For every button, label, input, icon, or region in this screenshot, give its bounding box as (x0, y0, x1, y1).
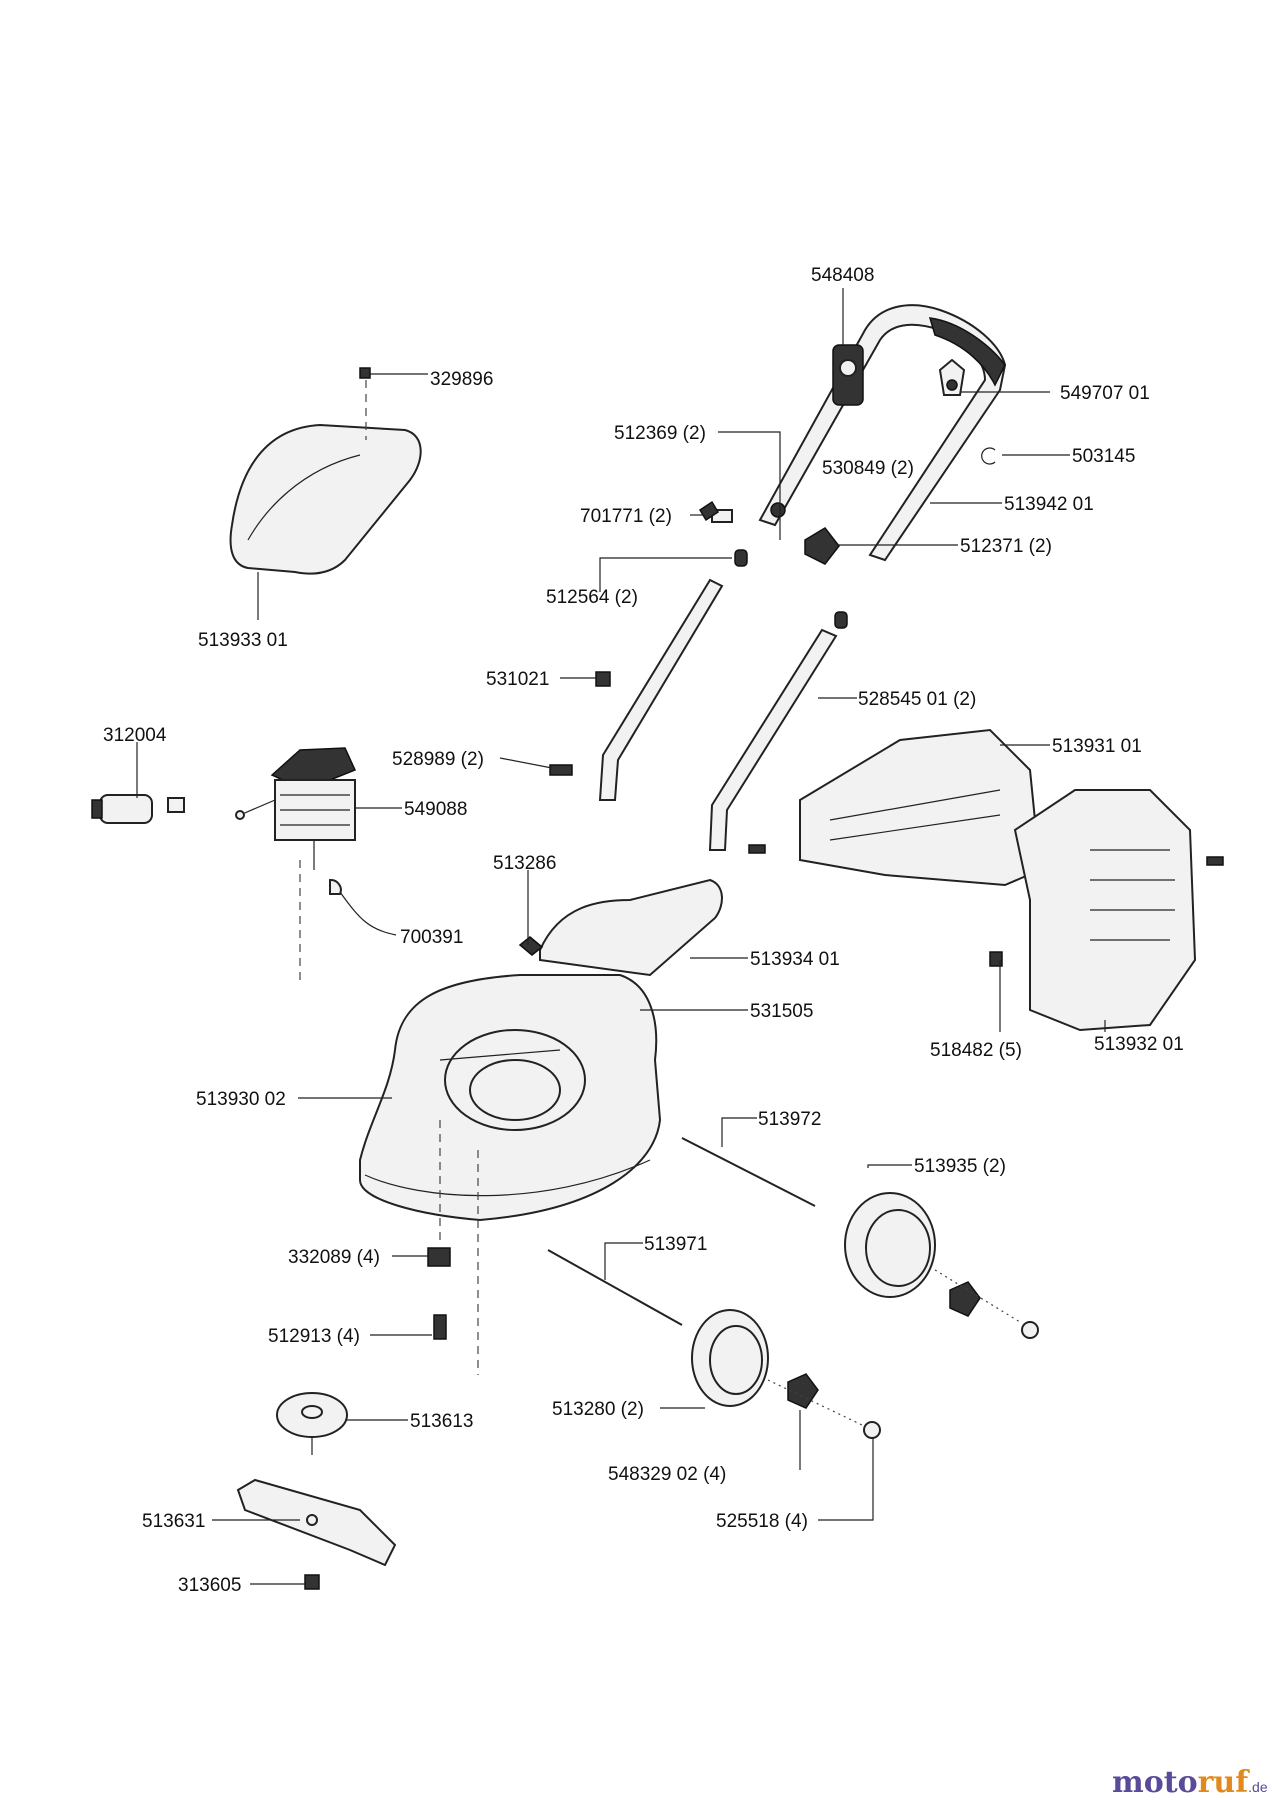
label-513932-01: 513932 01 (1094, 1034, 1184, 1055)
rear-axle-part (681, 1137, 816, 1207)
label-513930-02: 513930 02 (196, 1089, 286, 1110)
label-332089: 332089 (4) (288, 1247, 380, 1268)
label-513613: 513613 (410, 1411, 473, 1432)
label-513631: 513631 (142, 1511, 205, 1532)
label-513931-01: 513931 01 (1052, 736, 1142, 757)
label-512564: 512564 (2) (546, 587, 638, 608)
label-503145: 503145 (1072, 446, 1135, 467)
label-530849: 530849 (2) (822, 458, 914, 479)
label-513933-01: 513933 01 (198, 630, 288, 651)
label-513935: 513935 (2) (914, 1156, 1006, 1177)
screw-512913-part (433, 1314, 447, 1340)
part-labels: 548408 329896 549707 01 512369 (2) 50314… (103, 265, 1184, 1596)
label-513942-01: 513942 01 (1004, 494, 1094, 515)
bolt-528989-part (549, 764, 573, 776)
leader-lines (212, 288, 1106, 1585)
screw-518482-c (989, 951, 1003, 967)
label-518482: 518482 (5) (930, 1040, 1022, 1061)
nut-531021-part (595, 671, 611, 687)
blade-part (236, 1478, 397, 1567)
cap-nut-front (863, 1421, 881, 1439)
label-528545-01: 528545 01 (2) (858, 689, 976, 710)
washer-332089-part (427, 1247, 451, 1267)
grass-catcher-frame-part (799, 728, 1042, 887)
motor-part (235, 747, 357, 980)
svg-text:motoruf.de: motoruf.de (1112, 1765, 1268, 1800)
key-part (329, 878, 397, 936)
handle-knob-upper-part (698, 500, 840, 567)
catcher-cover-part (229, 423, 422, 575)
label-531505: 531505 (750, 1001, 813, 1022)
label-531021: 531021 (486, 669, 549, 690)
label-525518: 525518 (4) (716, 1511, 808, 1532)
label-513286: 513286 (493, 853, 556, 874)
label-701771: 701771 (2) (580, 506, 672, 527)
label-512369: 512369 (2) (614, 423, 706, 444)
screw-518482-b (748, 844, 766, 854)
label-548408: 548408 (811, 265, 874, 286)
label-512371: 512371 (2) (960, 536, 1052, 557)
wheel-knob-front (787, 1373, 819, 1409)
watermark-part2: ruf (1198, 1765, 1251, 1800)
upper-handle-part (758, 304, 1007, 562)
lower-handle-tube-left (598, 578, 724, 801)
grass-catcher-bag-part (1013, 789, 1197, 1032)
wheel-knob-rear (949, 1281, 981, 1317)
motoruf-watermark: motoruf.de (1112, 1765, 1268, 1800)
screw-518482-a (1206, 856, 1224, 866)
label-528989: 528989 (2) (392, 749, 484, 770)
label-513971: 513971 (644, 1234, 707, 1255)
blade-bolt-part (304, 1574, 320, 1590)
label-512913: 512913 (4) (268, 1326, 360, 1347)
label-513280: 513280 (2) (552, 1399, 644, 1420)
lower-handle-tube-right (708, 611, 848, 851)
watermark-part1: moto (1112, 1765, 1198, 1800)
watermark-suffix: .de (1248, 1779, 1268, 1795)
screw-329896-part (359, 367, 428, 440)
label-329896: 329896 (430, 369, 493, 390)
cap-nut-rear (1021, 1321, 1039, 1339)
front-wheel-part (691, 1309, 769, 1407)
label-549707-01: 549707 01 (1060, 383, 1150, 404)
rear-wheel-part (844, 1192, 936, 1298)
blade-adaptor-part (276, 1392, 348, 1455)
capacitor-part (91, 742, 185, 824)
label-548329-02: 548329 02 (4) (608, 1464, 726, 1485)
mower-housing-part (359, 974, 662, 1222)
label-513934-01: 513934 01 (750, 949, 840, 970)
label-700391: 700391 (400, 927, 463, 948)
front-axle-part (547, 1249, 683, 1326)
label-549088: 549088 (404, 799, 467, 820)
label-313605: 313605 (178, 1575, 241, 1596)
label-312004: 312004 (103, 725, 167, 746)
label-513972: 513972 (758, 1109, 821, 1130)
